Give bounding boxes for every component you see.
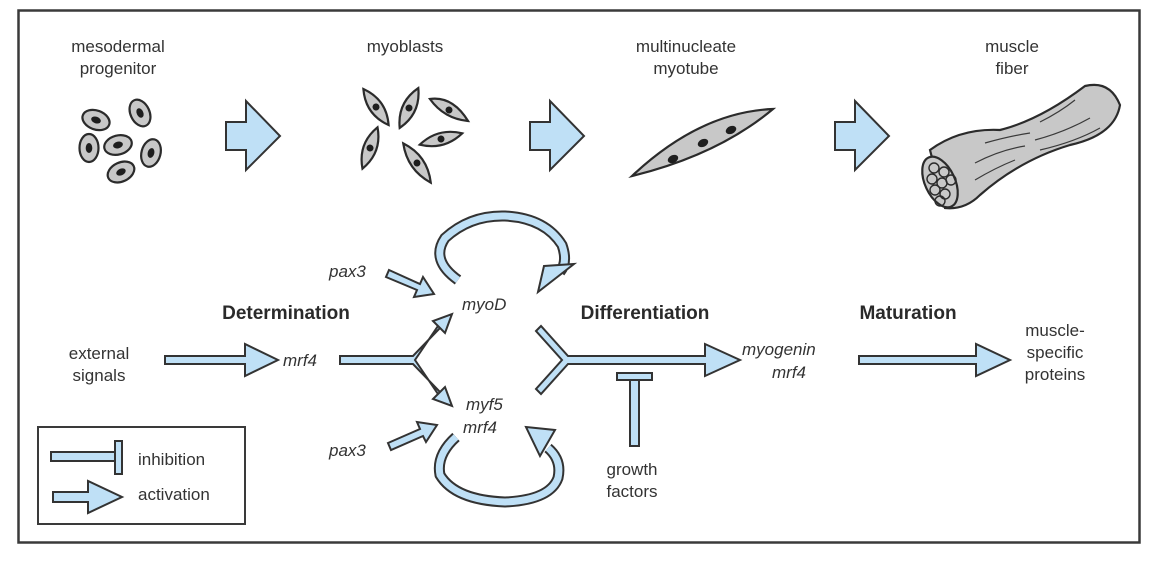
node-mrf4-left: mrf4 <box>283 351 317 370</box>
stage-label-myoblasts-line: myoblasts <box>367 37 444 56</box>
node-external-signals: external signals <box>69 344 129 385</box>
stage-label-fiber-line: fiber <box>995 59 1028 78</box>
myoD-autoregulation-loop <box>434 210 578 295</box>
stage-arrow-2-icon <box>529 98 586 173</box>
legend-inhibition-label: inhibition <box>138 450 205 469</box>
node-mrf4-mid: mrf4 <box>463 418 497 437</box>
node-mrf4-right: mrf4 <box>772 363 806 382</box>
phase-label-determination: Determination <box>222 303 350 324</box>
node-muscle-proteins: muscle-specific proteins <box>1025 321 1085 384</box>
activation-arrow-mrf4-split <box>339 312 454 408</box>
node-growth-factors-line: factors <box>606 482 657 501</box>
myotube-icon <box>628 107 777 179</box>
stage-arrow-3-icon <box>834 98 891 173</box>
stage-label-myotube-line: multinucleate <box>636 37 736 56</box>
phase-label-maturation: Maturation <box>859 303 956 324</box>
node-growth-factors: growth factors <box>606 460 657 501</box>
inhibition-bar-growth-factors <box>616 372 653 447</box>
stage-label-myotube: multinucleate myotube <box>636 37 736 78</box>
node-growth-factors-line: growth <box>606 460 657 479</box>
activation-arrow-external-to-mrf4 <box>164 342 281 378</box>
myoblasts-icon <box>360 86 471 185</box>
activation-arrow-pax3-to-myf5 <box>386 420 439 452</box>
node-external-signals-line: signals <box>73 366 126 385</box>
legend-activation-icon <box>52 479 125 515</box>
node-muscle-proteins-line: muscle- <box>1025 321 1085 340</box>
node-myoD: myoD <box>462 295 506 314</box>
phase-label-differentiation: Differentiation <box>581 303 710 324</box>
stage-arrow-1-icon <box>225 98 282 173</box>
stage-label-progenitor-line: progenitor <box>80 59 157 78</box>
node-muscle-proteins-line: proteins <box>1025 365 1085 384</box>
activation-arrow-maturation <box>858 342 1013 378</box>
myf5-autoregulation-loop <box>433 425 565 508</box>
stage-label-myoblasts: myoblasts <box>367 37 444 56</box>
node-external-signals-line: external <box>69 344 129 363</box>
legend-activation-label: activation <box>138 485 210 504</box>
node-muscle-proteins-line: specific <box>1027 343 1084 362</box>
stage-label-progenitor-line: mesodermal <box>71 37 165 56</box>
node-pax3-top: pax3 <box>328 262 366 281</box>
stage-label-fiber-line: muscle <box>985 37 1039 56</box>
node-myogenin: myogenin <box>742 340 816 359</box>
node-myf5: myf5 <box>466 395 503 414</box>
stage-label-myotube-line: myotube <box>653 59 718 78</box>
muscle-fiber-icon <box>921 83 1122 210</box>
node-pax3-bottom: pax3 <box>328 441 366 460</box>
progenitor-cells-icon <box>78 98 162 184</box>
stage-label-fiber: muscle fiber <box>985 37 1039 78</box>
stage-label-progenitor: mesodermal progenitor <box>71 37 165 78</box>
legend-inhibition-icon <box>50 440 123 475</box>
legend: inhibition activation <box>37 426 246 525</box>
activation-arrow-pax3-to-myoD <box>384 268 436 299</box>
activation-arrow-merge-to-myogenin <box>534 324 743 396</box>
